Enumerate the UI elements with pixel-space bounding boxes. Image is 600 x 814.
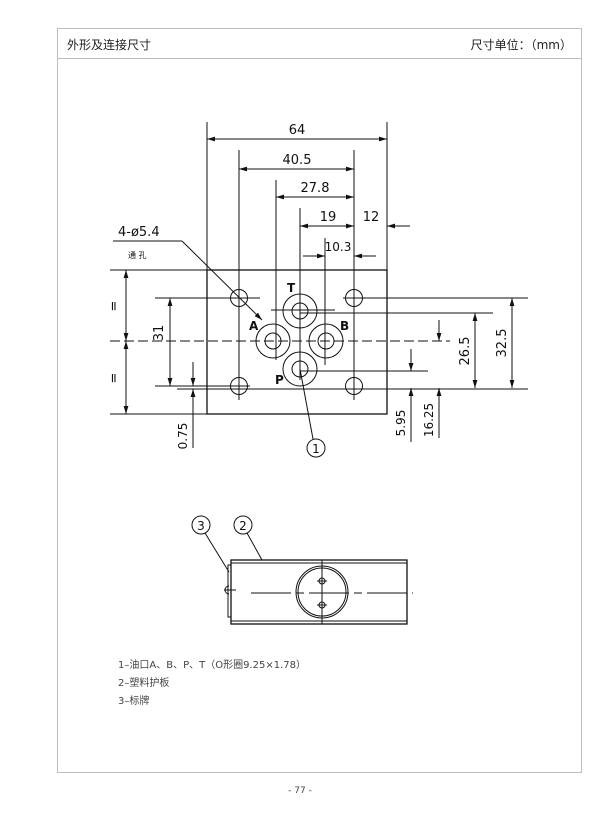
- top-view: 64 40.5 27.8 19 12 10.3 T A B P: [107, 122, 528, 458]
- dim-0-75: 0.75: [176, 423, 190, 450]
- dim-64: 64: [289, 123, 306, 138]
- note-item: 2–塑料护板: [118, 678, 170, 689]
- unit-label: 尺寸单位：（mm）: [470, 38, 572, 52]
- dim-40-5: 40.5: [283, 153, 312, 168]
- port-b-label: B: [340, 319, 349, 333]
- dim-26-5: 26.5: [458, 337, 473, 366]
- note-item: 1–油口A、B、P、T（O形圈9.25×1.78）: [118, 660, 306, 671]
- dim-12: 12: [363, 210, 380, 225]
- callout-2: 2: [239, 519, 247, 533]
- dim-19: 19: [320, 210, 337, 225]
- dim-31: 31: [152, 325, 167, 342]
- dim-32-5: 32.5: [495, 329, 510, 358]
- dim-10-3: 10.3: [325, 240, 352, 254]
- dim-equal-bottom: =: [107, 373, 122, 384]
- dim-16-25: 16.25: [422, 403, 436, 437]
- side-view: 3 2: [191, 515, 413, 625]
- callout-3: 3: [197, 519, 205, 533]
- hole-note-sub: 通 孔: [128, 250, 147, 260]
- port-a-label: A: [249, 319, 259, 333]
- section-title: 外形及连接尺寸: [67, 38, 152, 52]
- callout-1: 1: [312, 442, 320, 456]
- note-item: 3–标牌: [118, 696, 150, 707]
- mounting-holes: [155, 289, 528, 395]
- header: 外形及连接尺寸 尺寸单位：（mm）: [58, 29, 581, 59]
- page-number: - 77 -: [288, 786, 312, 796]
- page-frame: 外形及连接尺寸 尺寸单位：（mm）: [57, 28, 582, 773]
- dim-27-8: 27.8: [301, 181, 330, 196]
- hole-note: 4-ø5.4: [118, 225, 160, 240]
- notes-list: 1–油口A、B、P、T（O形圈9.25×1.78） 2–塑料护板 3–标牌: [118, 657, 306, 711]
- dim-equal-top: =: [107, 301, 122, 312]
- dim-5-95: 5.95: [394, 410, 408, 437]
- port-p-label: P: [275, 373, 284, 387]
- ports: [255, 293, 493, 387]
- port-t-label: T: [287, 281, 296, 295]
